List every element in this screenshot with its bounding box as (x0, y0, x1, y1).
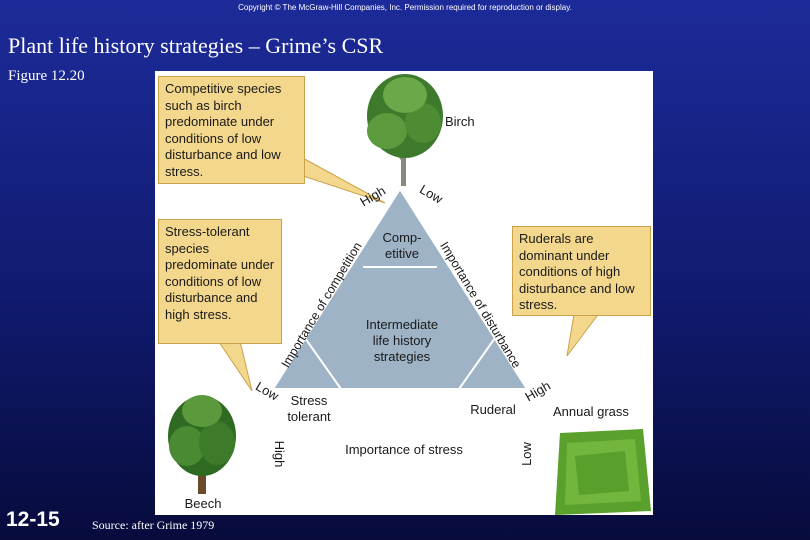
stress-divider (304, 337, 342, 390)
stress-high-label: High (272, 441, 287, 468)
ruderal-divider (458, 337, 496, 390)
disturbance-high-label: High (522, 378, 553, 404)
beech-label: Beech (185, 496, 222, 511)
slide-number: 12-15 (6, 508, 60, 531)
annual-grass-label: Annual grass (553, 404, 629, 419)
csr-triangle (271, 187, 529, 390)
copyright-notice: Copyright © The McGraw-Hill Companies, I… (238, 3, 572, 12)
stress-low-label: Low (519, 441, 534, 465)
annual-grass-image (555, 429, 651, 515)
competitive-callout: Competitive species such as birch predom… (158, 76, 305, 184)
ruderal-region-label: Ruderal (470, 402, 516, 417)
slide-title: Plant life history strategies – Grime’s … (8, 33, 384, 58)
figure-label: Figure 12.20 (8, 68, 85, 84)
competitive-region-label: Comp-etitive (382, 230, 421, 261)
disturbance-low-label: Low (417, 182, 446, 207)
beech-tree-image (168, 395, 236, 494)
stress-tolerant-callout: Stress-tolerant species predominate unde… (158, 219, 282, 344)
ruderal-callout: Ruderals are dominant under conditions o… (512, 226, 651, 316)
stress-callout-pointer (213, 335, 253, 392)
birch-tree-image (367, 74, 443, 186)
competition-high-label: High (357, 183, 388, 209)
stress-axis-label: Importance of stress (345, 442, 463, 457)
birch-label: Birch (445, 114, 475, 129)
source-citation: Source: after Grime 1979 (92, 518, 215, 532)
